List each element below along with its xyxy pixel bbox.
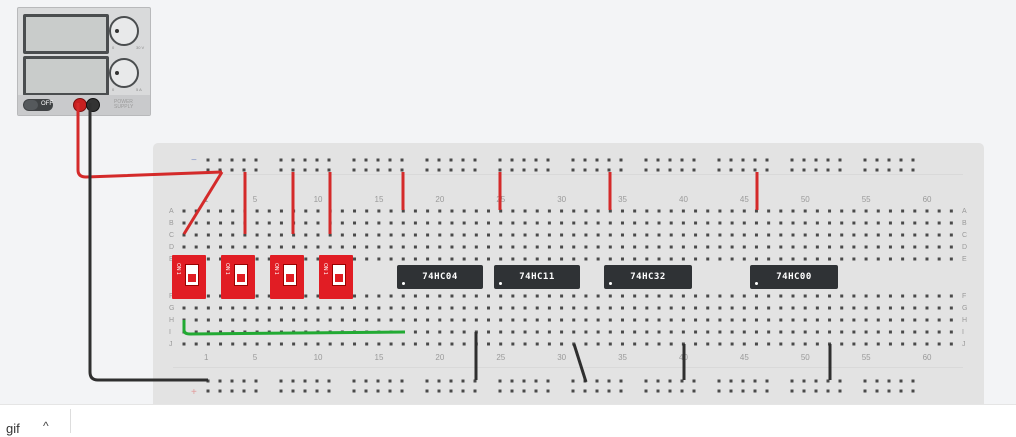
row-letter: G [962, 305, 968, 312]
current-knob[interactable] [109, 58, 139, 88]
chevron-up-icon[interactable]: ^ [43, 419, 49, 433]
row-letter: A [169, 208, 174, 215]
row-letter: I [962, 329, 964, 336]
voltage-knob[interactable] [109, 16, 139, 46]
switch-knob [24, 100, 38, 110]
row-letter: E [169, 256, 174, 263]
power-supply[interactable]: 0 30 V 0 5 A OFF POWER SUPPLY [17, 7, 151, 116]
divider [70, 409, 71, 433]
chip-74hc00[interactable]: 74HC00 [750, 265, 838, 289]
dip-switch-toggle[interactable] [185, 264, 199, 286]
dip-switch-toggle[interactable] [332, 264, 346, 286]
column-number: 55 [861, 353, 871, 362]
rail-minus-label: − [191, 155, 197, 166]
column-number: 60 [922, 195, 932, 204]
dip-switch-label: ON 1 [175, 263, 181, 275]
download-filename[interactable]: gif [6, 421, 20, 436]
current-display [23, 56, 109, 96]
rail-divider [173, 174, 963, 175]
column-number: 10 [313, 353, 323, 362]
dip-switch-1[interactable]: ON 1 [172, 255, 206, 299]
row-letter: J [169, 341, 173, 348]
knob-indicator-icon [115, 71, 119, 75]
chip-74hc32[interactable]: 74HC32 [604, 265, 692, 289]
column-number: 20 [435, 195, 445, 204]
row-letter: E [962, 256, 967, 263]
row-letter: H [962, 317, 968, 324]
current-knob-max: 5 A [136, 87, 142, 92]
column-number: 15 [374, 353, 384, 362]
dip-switch-toggle[interactable] [234, 264, 248, 286]
dip-switch-label: ON 1 [322, 263, 328, 275]
wire-green[interactable] [182, 320, 406, 336]
column-number: 1 [204, 353, 209, 362]
column-number: 15 [374, 195, 384, 204]
row-letter: F [962, 293, 967, 300]
chip-label: 74HC00 [776, 272, 812, 282]
dip-switch-label: ON 1 [224, 263, 230, 275]
chip-label: 74HC04 [422, 272, 458, 282]
dip-switch-3[interactable]: ON 1 [270, 255, 304, 299]
column-number: 40 [679, 195, 688, 204]
pin1-marker-icon [402, 282, 405, 285]
column-number: 20 [435, 353, 445, 362]
chip-label: 74HC11 [519, 272, 555, 282]
voltage-knob-min: 0 [112, 45, 115, 50]
chip-label: 74HC32 [630, 272, 666, 282]
download-bar: gif ^ [0, 404, 1016, 437]
wire-black-ground[interactable] [88, 103, 208, 382]
dip-switch-toggle[interactable] [283, 264, 297, 286]
column-number: 60 [922, 353, 932, 362]
chip-74hc11[interactable]: 74HC11 [494, 265, 580, 289]
column-number: 5 [252, 195, 258, 204]
rail-divider [173, 367, 963, 368]
voltage-display [23, 14, 109, 54]
column-number: 30 [557, 353, 567, 362]
row-letter: D [169, 244, 175, 251]
column-number: 30 [557, 195, 567, 204]
psu-brand: POWER SUPPLY [114, 99, 134, 110]
column-number: 10 [313, 195, 323, 204]
row-letter: G [169, 305, 175, 312]
wire-red[interactable] [182, 171, 224, 235]
pin1-marker-icon [755, 282, 758, 285]
pin1-marker-icon [499, 282, 502, 285]
column-number: 25 [496, 353, 506, 362]
column-number: 5 [252, 353, 258, 362]
current-knob-min: 0 [112, 87, 115, 92]
column-number: 50 [800, 195, 810, 204]
power-switch-label: OFF [41, 101, 53, 107]
dip-switch-2[interactable]: ON 1 [221, 255, 255, 299]
row-letter: I [169, 329, 171, 336]
column-number: 45 [739, 195, 749, 204]
row-letter: B [169, 220, 174, 227]
column-number: 45 [739, 353, 749, 362]
row-letter: C [169, 232, 175, 239]
chip-74hc04[interactable]: 74HC04 [397, 265, 483, 289]
dip-switch-4[interactable]: ON 1 [319, 255, 353, 299]
column-number: 35 [618, 353, 628, 362]
column-number: 35 [618, 195, 628, 204]
knob-indicator-icon [115, 29, 119, 33]
row-letter: H [169, 317, 175, 324]
rail-plus-label: + [191, 387, 197, 398]
wire-red-power[interactable] [76, 103, 223, 179]
row-letter: C [962, 232, 968, 239]
voltage-knob-max: 30 V [136, 45, 145, 50]
column-number: 55 [861, 195, 871, 204]
power-switch[interactable]: OFF [23, 99, 53, 111]
row-letter: D [962, 244, 968, 251]
wire-black[interactable] [572, 343, 588, 383]
dip-switch-label: ON 1 [273, 263, 279, 275]
row-letter: A [962, 208, 967, 215]
column-number: 50 [800, 353, 810, 362]
row-letter: J [962, 341, 966, 348]
row-letter: B [962, 220, 967, 227]
pin1-marker-icon [609, 282, 612, 285]
row-letter: F [169, 293, 173, 300]
